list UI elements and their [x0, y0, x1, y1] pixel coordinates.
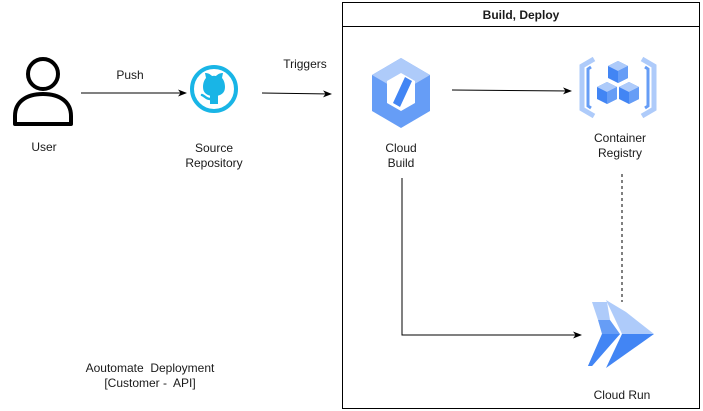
container-registry-icon [579, 56, 657, 119]
container-registry-label-line1: Container [593, 131, 647, 145]
container-registry-label-line2: Registry [597, 146, 642, 160]
github-icon [190, 65, 238, 113]
cloud-run-icon [588, 300, 654, 368]
source-repository-label: Source Repository [176, 141, 252, 171]
container-registry-label: Container Registry [580, 131, 660, 161]
build-to-registry-arrow [451, 87, 572, 95]
cloud-build-label-line1: Cloud [385, 141, 417, 155]
group-title: Build, Deploy [343, 3, 699, 27]
source-repository-label-line1: Source [194, 141, 234, 155]
source-repository-label-line2: Repository [185, 156, 243, 170]
diagram-caption: Aoutomate Deployment [Customer - API] [70, 361, 230, 391]
caption-line2: [Customer - API] [104, 376, 196, 390]
triggers-label: Triggers [283, 57, 327, 71]
build-deploy-group: Build, Deploy [342, 2, 700, 409]
cloud-build-label-line2: Build [387, 156, 415, 170]
cloud-run-label: Cloud Run [593, 388, 651, 402]
triggers-arrow [261, 90, 332, 98]
build-to-run-arrow [401, 178, 582, 339]
user-icon [13, 57, 73, 126]
push-label: Push [116, 68, 144, 82]
user-label: User [31, 140, 57, 154]
cloud-build-label: Cloud Build [366, 141, 436, 171]
caption-line1: Aoutomate Deployment [85, 361, 215, 375]
cloud-build-icon [372, 58, 430, 128]
